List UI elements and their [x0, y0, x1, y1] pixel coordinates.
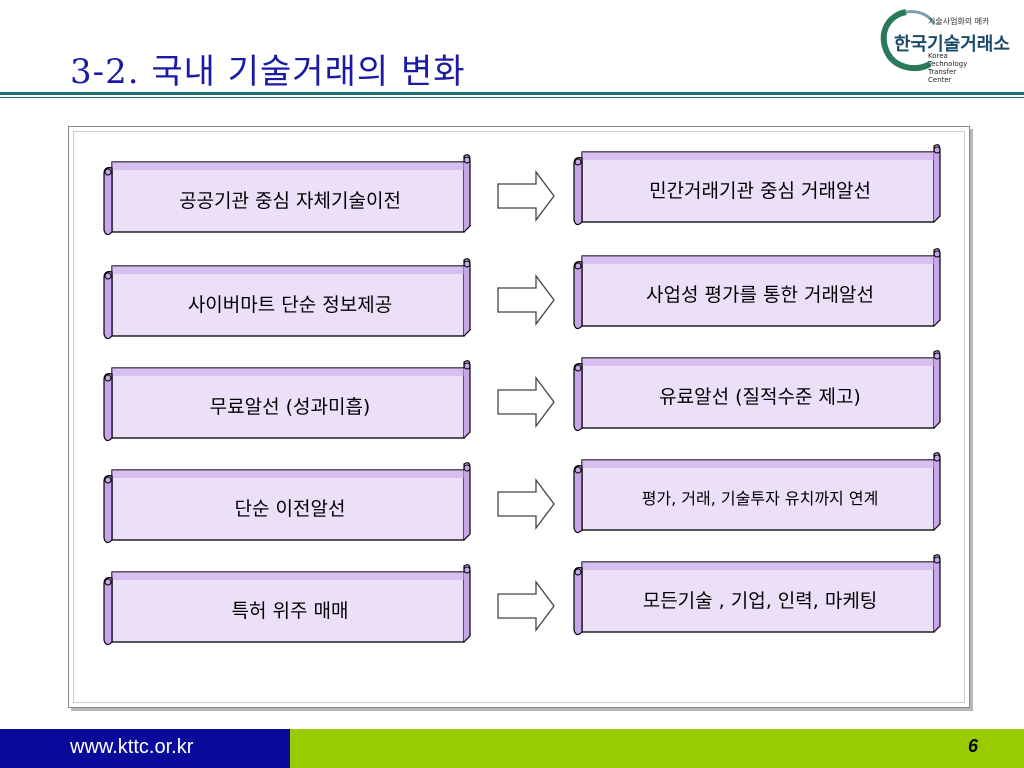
right-arrow-icon — [496, 376, 556, 428]
logo-name: 한국기술거래소 — [894, 34, 1010, 55]
right-scroll-label: 사업성 평가를 통한 거래알선 — [646, 283, 874, 306]
left-scroll-label: 특허 위주 매매 — [231, 599, 349, 622]
left-scroll-label: 공공기관 중심 자체기술이전 — [179, 189, 401, 212]
right-scroll-label: 모든기술 , 기업, 인력, 마케팅 — [642, 589, 878, 612]
left-scroll-box: 특허 위주 매매 — [100, 564, 471, 648]
logo-tagline: 기술사업화의 메카 — [928, 17, 990, 26]
right-scroll-label: 유료알선 (질적수준 제고) — [659, 385, 861, 408]
logo-swoosh-icon — [880, 9, 936, 72]
right-scroll-box: 평가, 거래, 기술투자 유치까지 연계 — [570, 452, 941, 536]
footer-left-bar — [0, 729, 290, 768]
right-scroll-box: 유료알선 (질적수준 제고) — [570, 350, 941, 434]
footer-right-bar — [290, 729, 1024, 768]
logo-english: Korea Technology Transfer Center — [928, 52, 968, 84]
right-scroll-label: 민간거래기관 중심 거래알선 — [649, 179, 871, 202]
left-scroll-label: 무료알선 (성과미흡) — [209, 395, 371, 418]
right-arrow-icon — [496, 170, 556, 222]
right-scroll-box: 모든기술 , 기업, 인력, 마케팅 — [570, 554, 941, 638]
left-scroll-box: 무료알선 (성과미흡) — [100, 360, 471, 444]
kttc-logo: 기술사업화의 메카 한국기술거래소 Korea Technology Trans… — [876, 6, 1024, 90]
right-arrow-icon — [496, 274, 556, 326]
right-scroll-label: 평가, 거래, 기술투자 유치까지 연계 — [641, 489, 879, 508]
page-title: 3-2. 국내 기술거래의 변화 — [70, 52, 466, 92]
right-scroll-box: 사업성 평가를 통한 거래알선 — [570, 248, 941, 332]
right-arrow-icon — [496, 478, 556, 530]
left-scroll-box: 단순 이전알선 — [100, 462, 471, 546]
title-rule-thin — [0, 97, 1024, 98]
right-arrow-icon — [496, 580, 556, 632]
footer-url[interactable]: www.kttc.or.kr — [70, 736, 194, 758]
left-scroll-label: 단순 이전알선 — [234, 497, 346, 520]
title-rule — [0, 92, 1024, 95]
page-number: 6 — [967, 736, 978, 756]
left-scroll-box: 공공기관 중심 자체기술이전 — [100, 154, 471, 238]
left-scroll-box: 사이버마트 단순 정보제공 — [100, 258, 471, 342]
left-scroll-label: 사이버마트 단순 정보제공 — [187, 293, 393, 316]
right-scroll-box: 민간거래기관 중심 거래알선 — [570, 144, 941, 228]
